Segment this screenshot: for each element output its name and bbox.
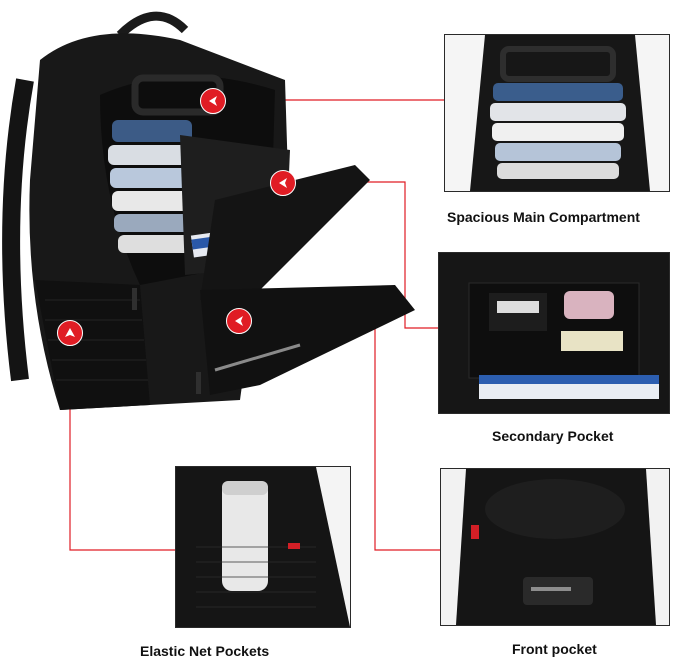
photo-front-pocket — [440, 468, 670, 626]
arrow-up-icon — [65, 328, 75, 337]
photo-main-compartment — [444, 34, 670, 192]
caption-secondary-pocket: Secondary Pocket — [492, 428, 614, 444]
photo-secondary-pocket — [438, 252, 670, 414]
arrow-left-icon — [209, 96, 217, 106]
caption-elastic-net-pockets: Elastic Net Pockets — [140, 643, 270, 659]
arrow-left-icon — [279, 178, 287, 188]
marker-main — [200, 88, 226, 114]
photo-elastic-net-pockets — [175, 466, 351, 628]
caption-front-pocket: Front pocket — [512, 641, 597, 657]
marker-secondary — [270, 170, 296, 196]
front-pocket-illustration — [441, 469, 669, 625]
marker-net — [57, 320, 83, 346]
secondary-pocket-illustration — [439, 253, 669, 413]
backpack-photo — [2, 11, 415, 410]
main-compartment-illustration — [445, 35, 669, 191]
net-pockets-illustration — [176, 467, 350, 627]
marker-front — [226, 308, 252, 334]
caption-main-compartment: Spacious Main Compartment — [447, 209, 640, 225]
arrow-left-icon — [235, 316, 243, 326]
